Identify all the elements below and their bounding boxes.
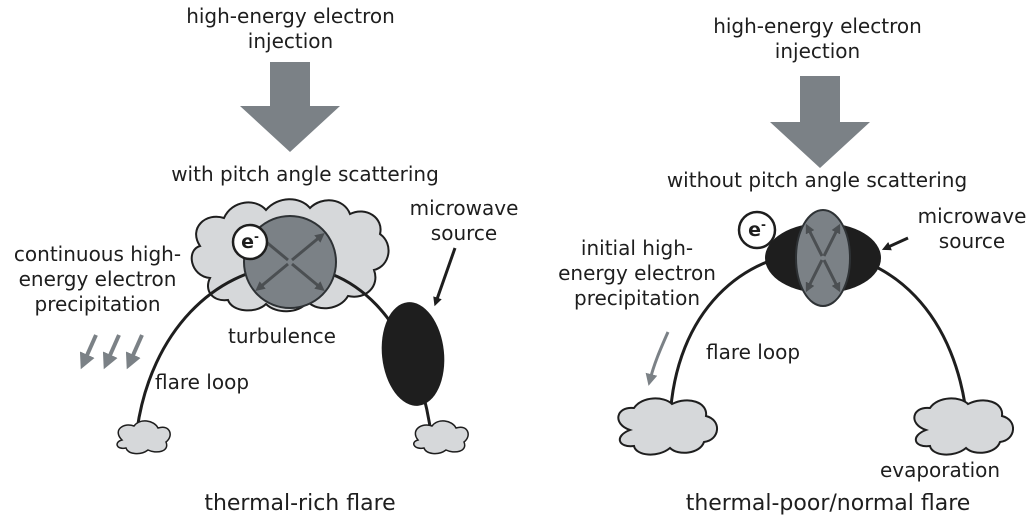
microwave-pointer-right: [881, 236, 909, 251]
electron-badge-right: [737, 210, 777, 250]
scatter-arrow: [805, 259, 824, 293]
injection-arrow-right: [770, 76, 870, 168]
turbulence-label: turbulence: [228, 324, 336, 348]
precipitation-arrow: [125, 334, 144, 370]
scatter-arrow: [291, 232, 325, 262]
electron-symbol-left: e-: [230, 222, 270, 262]
loss-cone-ellipse: [795, 209, 851, 307]
left-panel: [79, 62, 469, 455]
right-panel: [617, 76, 1014, 456]
scattering-label-right: without pitch angle scattering: [666, 168, 968, 192]
precipitation-arrow: [102, 334, 121, 370]
electron-symbol-right: e-: [737, 210, 777, 250]
evaporation-label: evaporation: [879, 458, 1001, 482]
loop-label-right: flare loop: [706, 340, 801, 364]
footpoint-cloud: [913, 397, 1014, 456]
scatter-arrow: [822, 223, 841, 257]
injection-label-left: high-energy electron injection: [163, 4, 418, 54]
loop-label-left: flare loop: [155, 370, 250, 394]
footpoint-cloud: [617, 397, 718, 456]
precipitation-arrow: [79, 334, 98, 370]
precipitation-label-right: initial high- energy electron precipitat…: [558, 236, 716, 310]
electron-symbol-left-letter: e: [241, 231, 254, 253]
footpoint-cloud: [413, 420, 469, 455]
electron-charge-right: -: [760, 217, 766, 232]
footpoint-cloud: [116, 420, 171, 455]
electron-badge-left: [231, 223, 269, 261]
precipitation-label-left: continuous high- energy electron precipi…: [13, 242, 182, 316]
scattering-label-left: with pitch angle scattering: [171, 162, 439, 186]
precipitation-arrow-right: [645, 331, 670, 386]
microwave-pointer-left: [433, 247, 457, 307]
scatter-arrow: [255, 262, 289, 292]
scatter-arrow: [822, 259, 841, 293]
microwave-source-left: [381, 302, 445, 406]
pitch-angle-arrows-right: [805, 223, 841, 293]
electron-charge-left: -: [253, 229, 259, 244]
electron-symbol-right-letter: e: [748, 219, 761, 241]
caption-left: thermal-rich flare: [204, 491, 396, 516]
scatter-arrow: [805, 223, 824, 257]
injection-arrow-left: [240, 62, 340, 152]
caption-right: thermal-poor/normal flare: [685, 491, 971, 516]
microwave-label-left: microwave source: [409, 196, 519, 245]
injection-label-left-text: high-energy electron injection: [186, 4, 395, 53]
scatter-arrow: [291, 262, 325, 292]
precipitation-arrows-left: [79, 334, 144, 370]
injection-label-right: high-energy electron injection: [713, 14, 922, 63]
microwave-label-right: microwave source: [917, 204, 1027, 253]
